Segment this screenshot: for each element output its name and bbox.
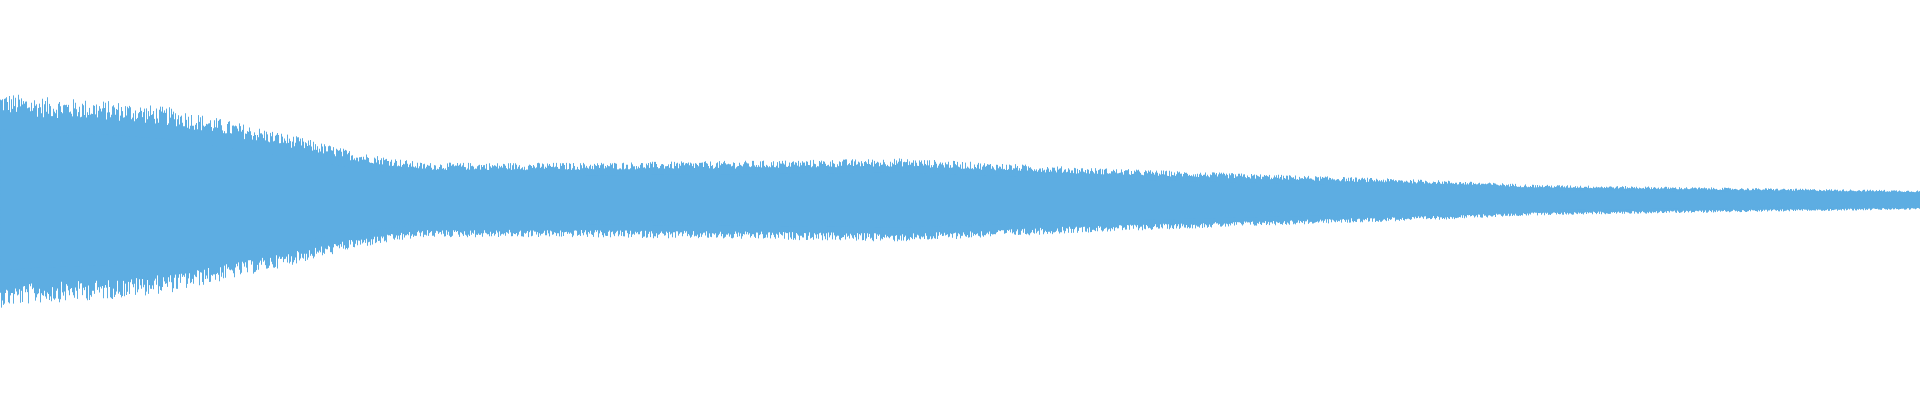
waveform-samples xyxy=(0,94,1920,308)
waveform-body xyxy=(0,129,1919,271)
